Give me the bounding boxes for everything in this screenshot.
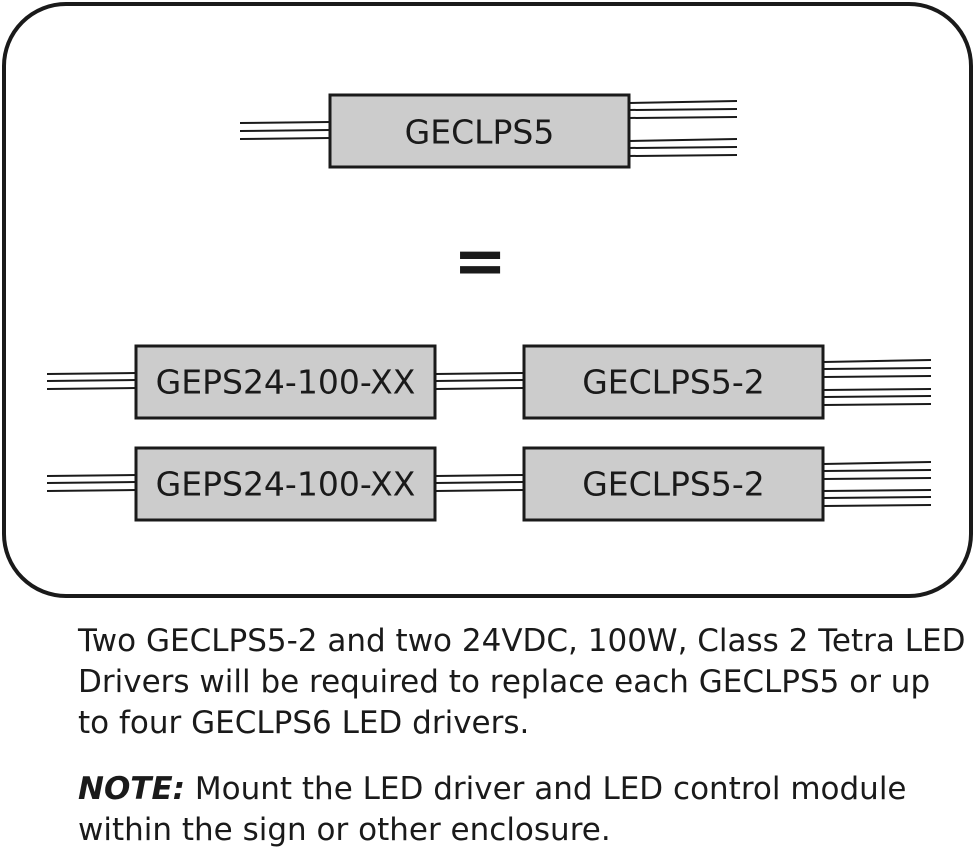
wiring-diagram: GECLPS5 = GEPS24-100-XX GECLPS5-2 xyxy=(2,2,973,598)
caption-note: NOTE: Mount the LED driver and LED contr… xyxy=(78,769,968,851)
row-2-input-wires xyxy=(46,474,137,492)
note-label: NOTE: xyxy=(78,771,186,807)
driver-row-2: GEPS24-100-XX GECLPS5-2 xyxy=(46,446,932,522)
top-driver-box xyxy=(328,93,631,169)
driver-row-1: GEPS24-100-XX GECLPS5-2 xyxy=(46,344,932,420)
row-2-power-supply-label: GEPS24-100-XX xyxy=(156,465,416,504)
row-1-driver-label: GECLPS5-2 xyxy=(582,363,765,402)
caption-main: Two GECLPS5-2 and two 24VDC, 100W, Class… xyxy=(78,623,966,741)
row-1-output-wires xyxy=(822,359,932,406)
row-2-driver-box xyxy=(522,446,825,522)
equals-sign-text: = xyxy=(453,225,507,299)
row-1-power-supply-label: GEPS24-100-XX xyxy=(156,363,416,402)
row-1-input-wires xyxy=(46,372,137,390)
top-driver-input-wires xyxy=(239,121,331,140)
top-driver: GECLPS5 xyxy=(239,93,738,169)
top-driver-label: GECLPS5 xyxy=(405,113,555,152)
note-text: Mount the LED driver and LED control mod… xyxy=(78,771,907,848)
row-1-link-wires xyxy=(434,372,525,390)
enclosure-border xyxy=(2,2,973,598)
row-2-link-wires xyxy=(434,474,525,492)
equals-sign: = xyxy=(453,225,507,299)
row-1-power-supply-box xyxy=(134,344,437,420)
row-2-power-supply-box xyxy=(134,446,437,522)
top-driver-output-wires xyxy=(628,100,738,157)
row-2-output-wires xyxy=(822,461,932,507)
row-2-driver-label: GECLPS5-2 xyxy=(582,465,765,504)
row-1-driver-box xyxy=(522,344,825,420)
